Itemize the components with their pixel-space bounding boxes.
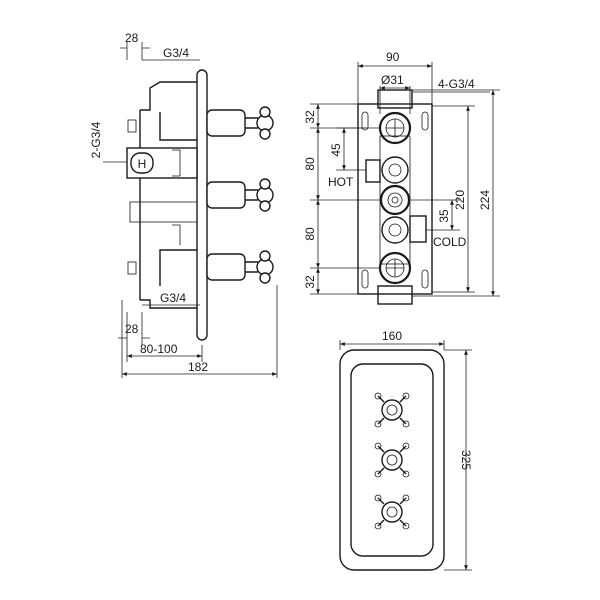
side-valve-body	[139, 81, 197, 309]
dim-32-bottom-label: 32	[303, 275, 317, 289]
front-valve-body	[379, 135, 411, 265]
cold-label: COLD	[433, 235, 467, 249]
front-valve-top	[378, 111, 412, 145]
faceplate-handle-top	[374, 392, 410, 428]
side-spindle-top	[159, 106, 274, 141]
dim-28-bottom-label: 28	[125, 322, 139, 336]
faceplate-handle-mid	[374, 442, 410, 478]
dim-front-4g34: 4-G3/4	[412, 77, 490, 93]
dim-g34-top-label: G3/4	[163, 46, 189, 60]
dim-side-28-bottom: 28	[118, 312, 150, 345]
dim-front-35: 35	[410, 199, 460, 231]
dim-front-left-chain: 32 80 80 32	[303, 104, 320, 294]
front-valve-mid-lower	[381, 216, 409, 244]
h-badge-label: H	[138, 157, 147, 171]
faceplate-outer	[339, 349, 445, 571]
dim-80-100-label: 80-100	[140, 342, 178, 356]
dim-28-top-label: 28	[125, 31, 139, 45]
dim-side-g34-top: G3/4	[142, 46, 200, 61]
front-valve-center	[379, 184, 411, 216]
side-spindle-bottom	[159, 249, 274, 286]
dim-80-b-label: 80	[303, 227, 317, 241]
dim-35-label: 35	[437, 209, 451, 223]
dim-side-g34-bottom: G3/4	[142, 291, 200, 306]
dim-32-top-label: 32	[303, 110, 317, 124]
hot-inlet-port	[365, 159, 381, 183]
side-spindle-mid	[206, 178, 274, 212]
dim-80-a-label: 80	[303, 157, 317, 171]
side-mid-block	[129, 201, 198, 223]
dim-front-dia31: Ø31	[379, 73, 411, 114]
hot-outlet-badge: H	[130, 152, 154, 174]
dim-front-90: 90	[357, 50, 433, 104]
dim-front-224: 224	[412, 89, 500, 297]
front-valve-mid-upper	[381, 156, 409, 184]
dim-182-label: 182	[188, 360, 208, 374]
dim-45-label: 45	[329, 143, 343, 157]
dim-faceplate-160: 160	[339, 329, 445, 350]
faceplate-view: 160 325	[339, 329, 473, 571]
dim-2g34-label: 2-G3/4	[89, 121, 103, 158]
cold-inlet-port	[409, 215, 427, 243]
dim-front-45: 45	[329, 127, 366, 171]
side-wall-plate	[196, 69, 208, 341]
dim-side-2g34: 2-G3/4	[89, 121, 127, 163]
front-mounting-plate	[357, 103, 433, 295]
front-valve-bottom	[378, 251, 412, 285]
dim-dia31-label: Ø31	[381, 73, 404, 87]
faceplate-handle-bottom	[374, 494, 410, 530]
hot-label: HOT	[328, 175, 354, 189]
front-view: 90 Ø31 4-G3/4 32 80 80 32 45	[303, 50, 500, 305]
dim-90-label: 90	[386, 50, 400, 64]
dim-front-220: 220	[432, 105, 475, 293]
dim-side-182: 182	[121, 285, 278, 378]
dim-220-label: 220	[453, 190, 467, 210]
dim-faceplate-325: 325	[444, 349, 473, 571]
front-bottom-lug	[377, 285, 413, 305]
dim-325-label: 325	[459, 450, 473, 470]
dim-4g34-label: 4-G3/4	[438, 77, 475, 91]
front-top-lug	[377, 89, 413, 109]
side-view: H 28 G3/4 2-G3/4 G3/4 28	[89, 31, 278, 378]
faceplate-inner	[350, 363, 434, 557]
dim-g34-bottom-label: G3/4	[160, 291, 186, 305]
dim-224-label: 224	[478, 190, 492, 210]
dim-side-80-100: 80-100	[126, 342, 203, 362]
dim-160-label: 160	[382, 329, 402, 343]
dim-side-28-top: 28	[120, 31, 150, 60]
